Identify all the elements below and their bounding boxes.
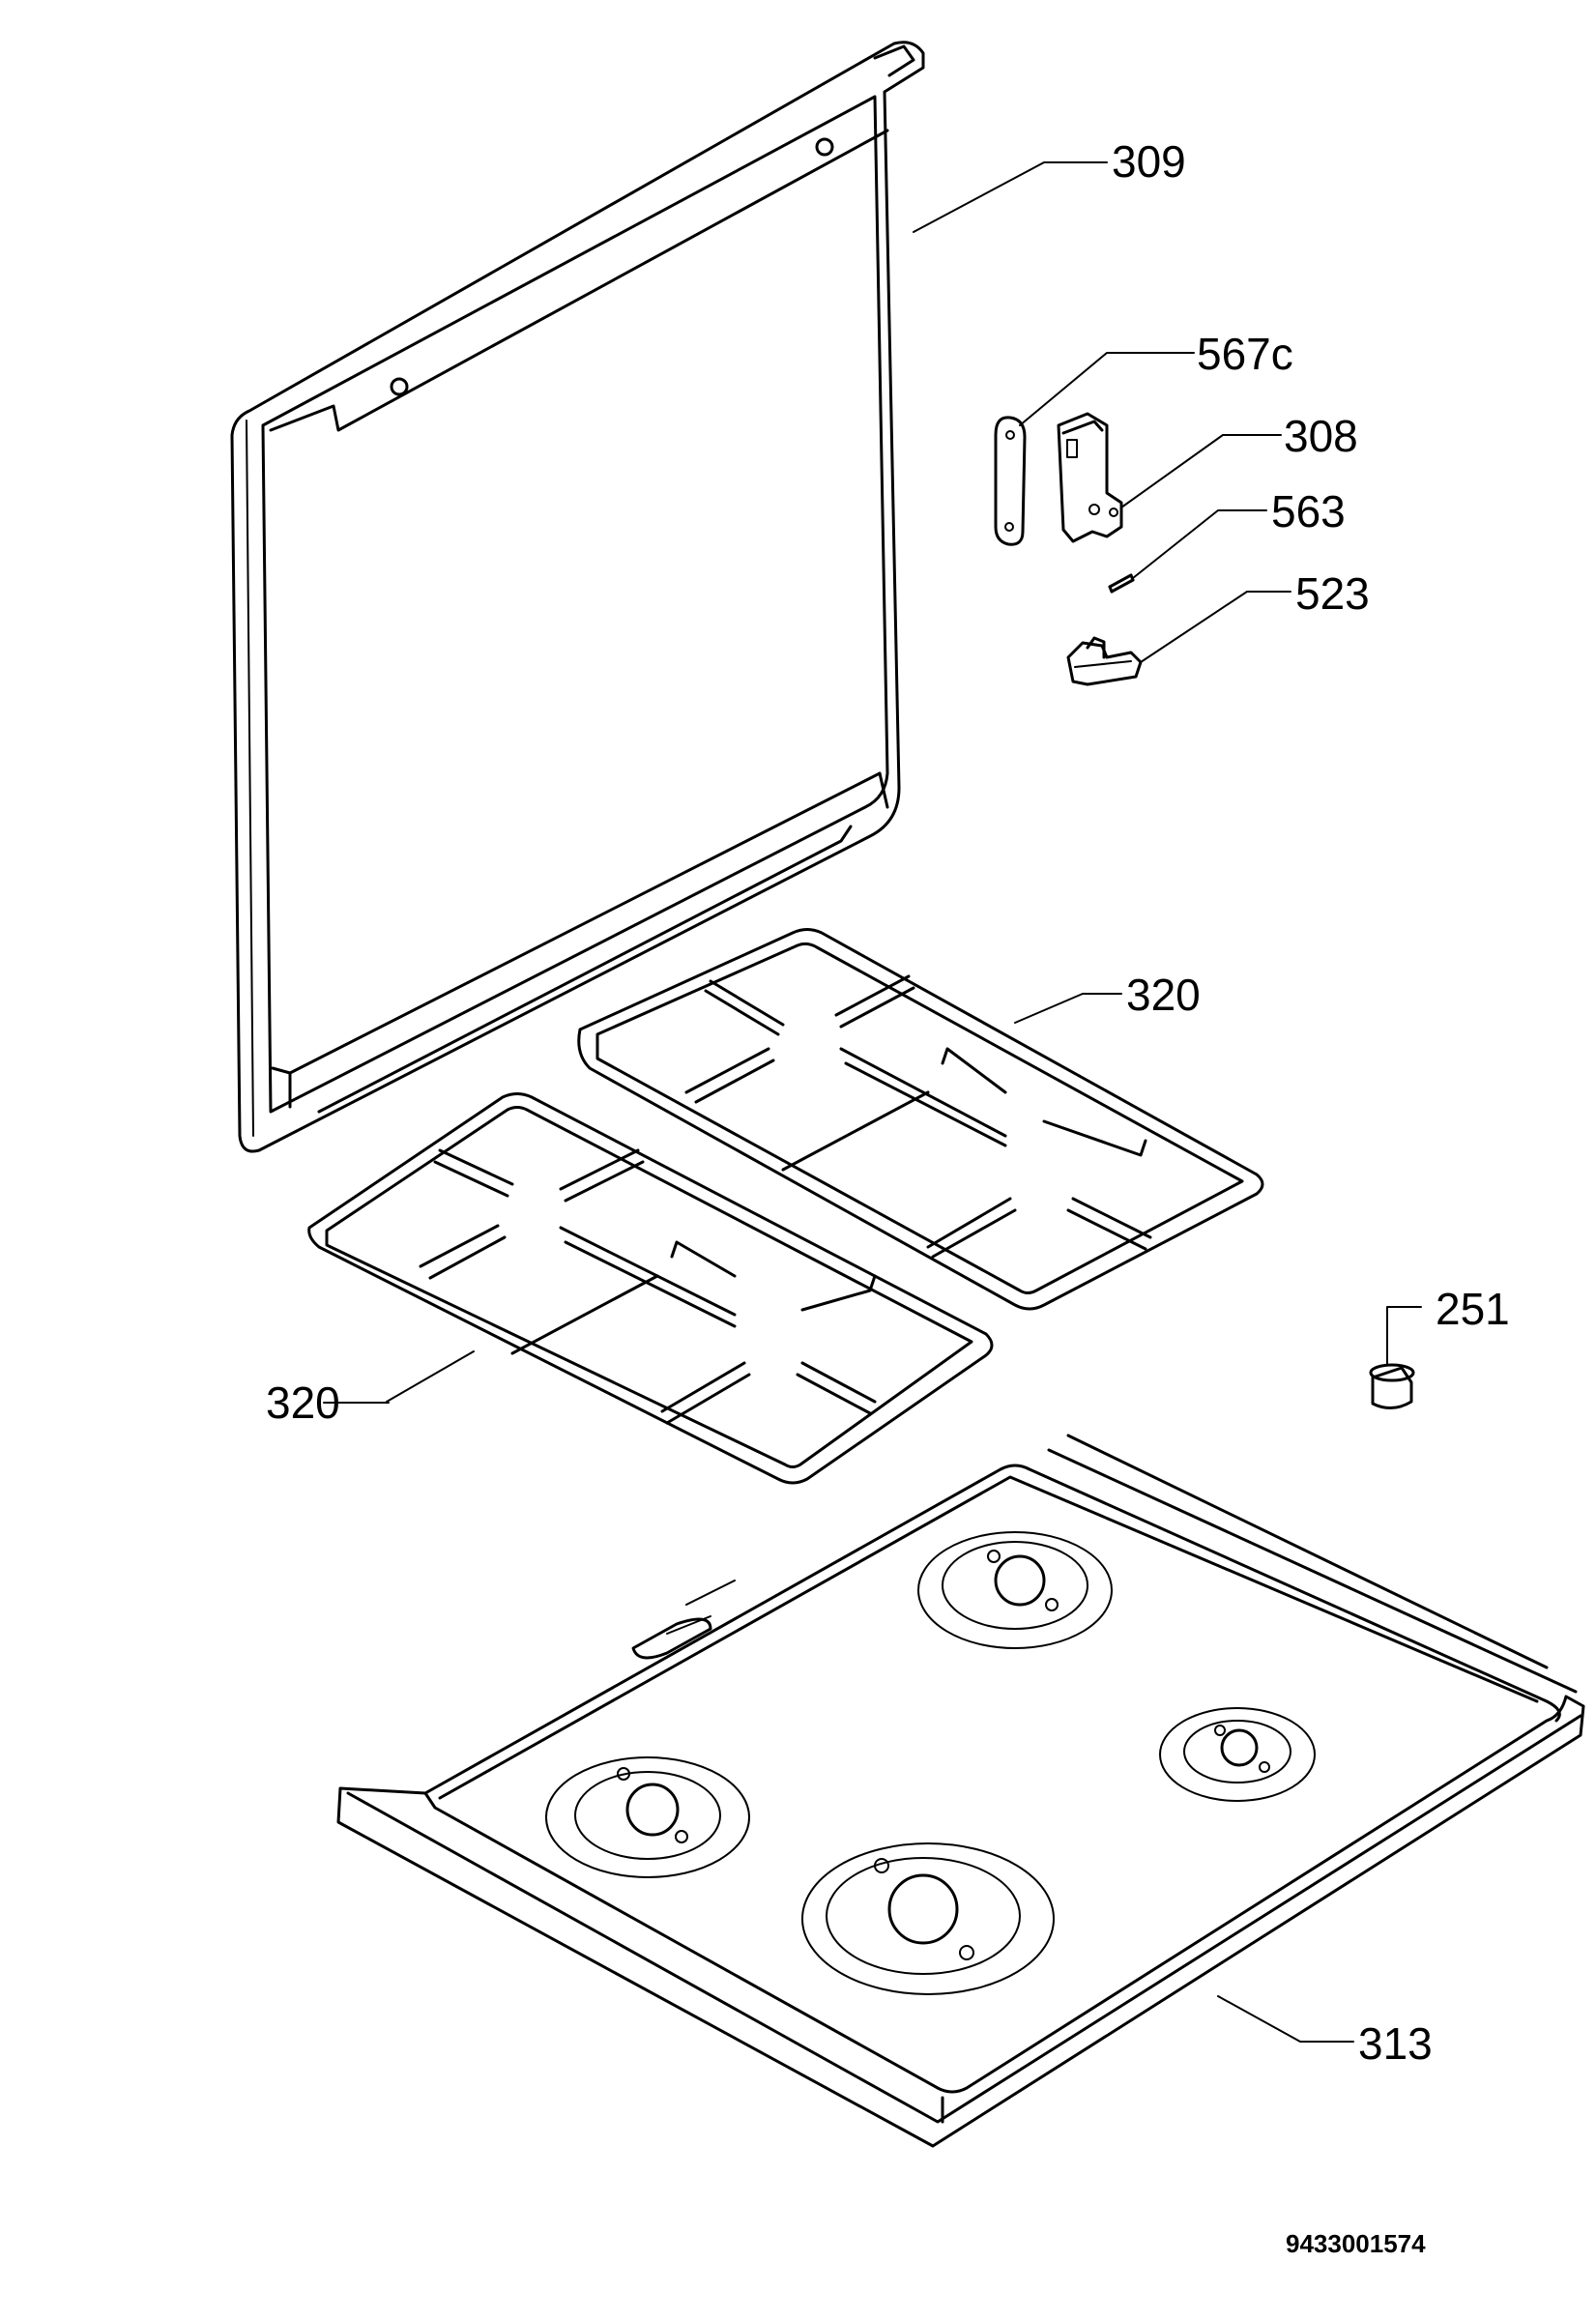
leader-567c — [1019, 352, 1195, 426]
label-523: 523 — [1295, 568, 1370, 619]
leader-251 — [1386, 1306, 1422, 1366]
part-567c-hinge-plate — [994, 416, 1027, 546]
burner-right — [1159, 1707, 1316, 1802]
label-563: 563 — [1271, 486, 1346, 536]
label-313: 313 — [1358, 2018, 1433, 2069]
label-309: 309 — [1112, 136, 1186, 187]
part-320-bottom-pan-support — [307, 1092, 994, 1485]
part-320-top-pan-support — [577, 928, 1264, 1311]
part-309-lid — [230, 41, 925, 1153]
part-labels: 309 567c 308 563 523 320 320 251 313 — [266, 136, 1510, 2069]
leader-320-top — [1014, 993, 1122, 1024]
part-251-buffer — [1369, 1363, 1415, 1409]
part-313-hob-top — [336, 1434, 1585, 2148]
leader-308 — [1120, 434, 1282, 508]
part-523-hinge-bracket — [1066, 636, 1143, 686]
leader-lines — [386, 161, 1422, 2043]
label-567c: 567c — [1197, 329, 1293, 379]
leader-313 — [1217, 1995, 1354, 2043]
label-251: 251 — [1436, 1284, 1510, 1334]
burner-left — [545, 1756, 750, 1878]
label-320-top: 320 — [1126, 970, 1201, 1020]
leader-523 — [1140, 591, 1291, 663]
label-308: 308 — [1284, 411, 1358, 461]
leader-309 — [913, 161, 1108, 233]
leader-320-bottom — [386, 1350, 475, 1403]
part-308-hinge-body — [1057, 412, 1123, 543]
burner-front-large — [801, 1842, 1055, 1995]
document-number: 9433001574 — [1286, 2229, 1426, 2258]
burner-rear-left — [917, 1531, 1113, 1649]
leader-563 — [1132, 509, 1267, 579]
part-563-pin — [1108, 573, 1135, 594]
